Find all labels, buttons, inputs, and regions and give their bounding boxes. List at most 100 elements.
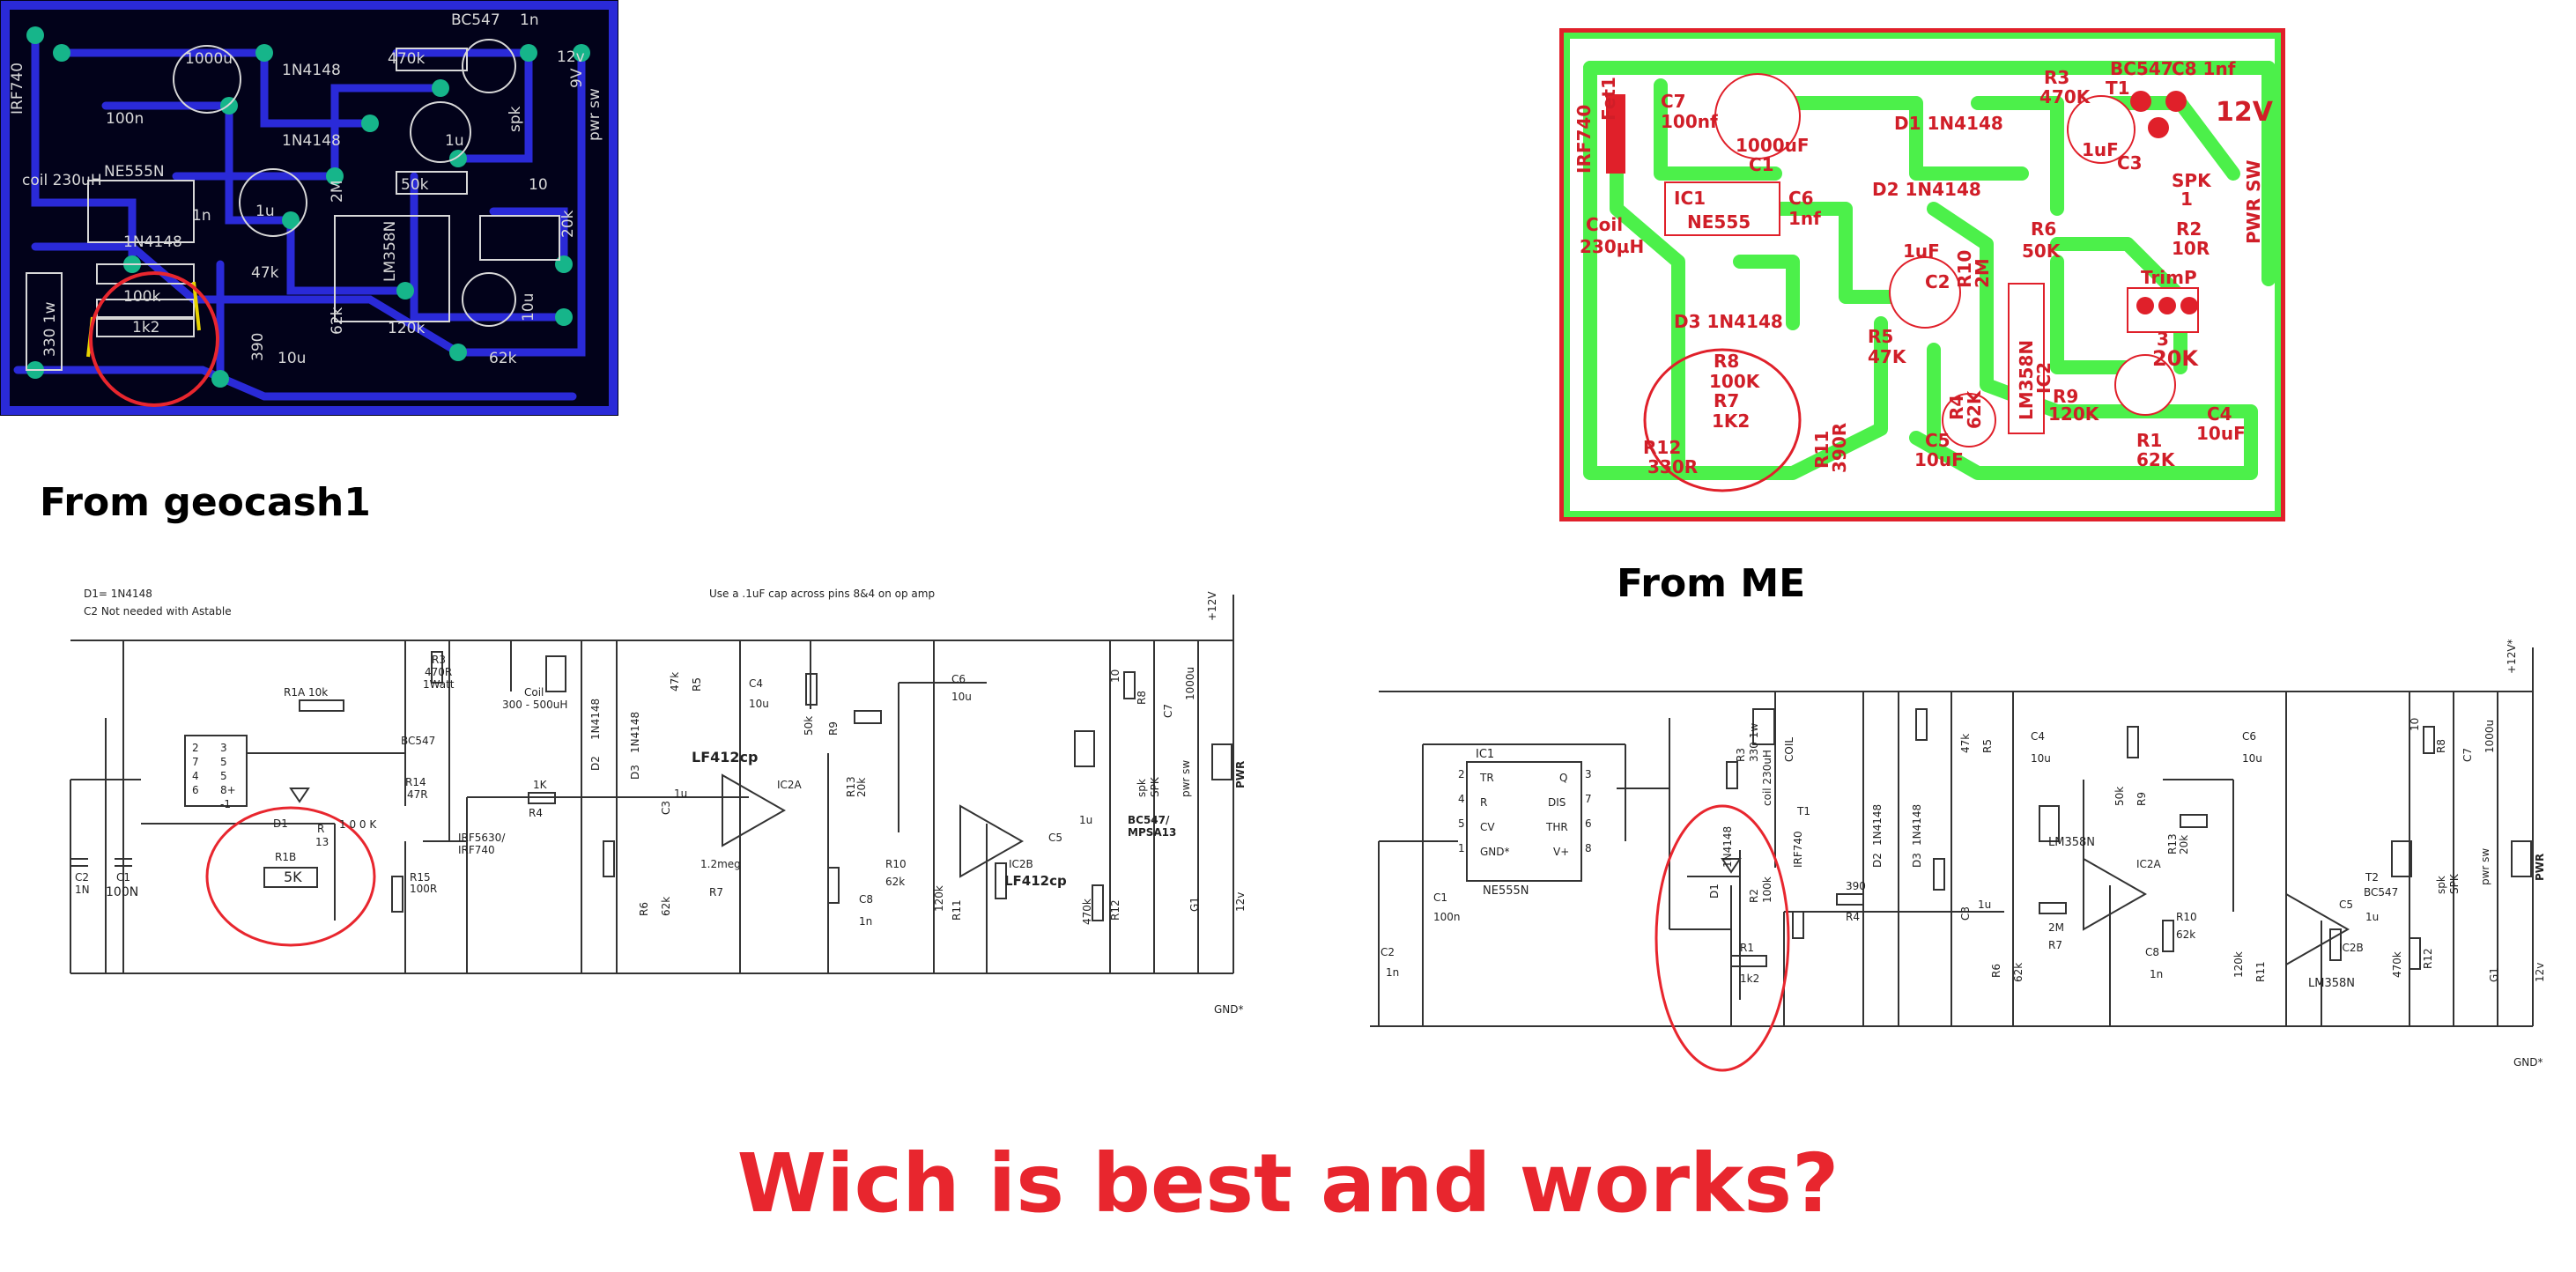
sch2-label: 1N4148 <box>1911 804 1923 846</box>
pcb2-label: R8 <box>1714 351 1739 372</box>
sch1-label: 4 <box>192 770 199 782</box>
sch2-label: TR <box>1479 772 1494 784</box>
pcb2-label: D3 1N4148 <box>1674 311 1783 332</box>
sch1-label: IRF5630/ <box>458 832 506 844</box>
sch2-label: 4 <box>1458 793 1465 805</box>
sch1-label: 5 <box>220 770 227 782</box>
sch1-label: -1 <box>220 798 231 810</box>
schematic-geocash1: D1= 1N4148 C2 Not needed with Astable Us… <box>53 577 1251 1035</box>
sch2-label: T1 <box>1796 805 1810 817</box>
sch1-label: 3 <box>220 742 227 754</box>
pcb2-label: C7 <box>1661 91 1686 112</box>
sch1-label: 1u <box>674 788 687 800</box>
sch1-label: BC547 <box>401 735 435 747</box>
sch1-wires <box>70 595 1234 974</box>
sch1-label: IC2B <box>1009 858 1033 870</box>
pcb2-components <box>1664 73 2199 447</box>
pcb2-label: IC2 <box>2033 362 2054 394</box>
sch2-label: C4 <box>2031 730 2045 743</box>
sch2-label: coil 230uH <box>1761 750 1773 806</box>
pcb2-label: 20K <box>2152 346 2199 371</box>
pcb2-label: 10uF <box>1914 449 1964 470</box>
sch1-label: 1N4148 <box>629 712 641 753</box>
sch1-label: C1 <box>116 871 130 884</box>
question-headline: Wich is best and works? <box>737 1136 1839 1231</box>
pcb2-label: 120K <box>2048 403 2100 425</box>
pcb1-label: 20k <box>559 210 577 238</box>
pcb2-label: Coil <box>1586 214 1623 235</box>
sch1-label: LF412cp <box>692 749 758 765</box>
sch2-label: D2 <box>1871 853 1884 868</box>
sch1-label: D1 <box>273 817 288 830</box>
sch1-label: 120k <box>933 885 945 912</box>
sch2-label: 390 <box>1846 880 1866 892</box>
sch1-label: MPSA13 <box>1128 826 1176 839</box>
pcb2-label: D1 1N4148 <box>1894 113 2003 134</box>
pcb1-label: 1u <box>255 203 275 220</box>
pcb1-label: 330 1w <box>41 301 59 357</box>
pcb-layout-me: IRF740 Fet1 C7 100nf 1000uF C1 D1 1N4148… <box>1559 28 2285 521</box>
sch2-label: 470k <box>2391 951 2403 978</box>
sch2-label: 5 <box>1458 817 1465 830</box>
sch1-label: R3 <box>432 654 446 666</box>
pcb2-label: Fet1 <box>1598 77 1619 121</box>
sch1-label: 1N4148 <box>589 699 602 740</box>
sch2-label: BC547 <box>2364 886 2398 899</box>
pcb2-label: 330R <box>1647 456 1698 477</box>
pcb2-label: 390R <box>1829 423 1850 473</box>
sch2-label: T2 <box>2365 871 2379 884</box>
pcb2-label: R11 <box>1811 431 1832 469</box>
pcb2-highlight-circle <box>1643 348 1802 492</box>
pcb1-label: 50k <box>401 176 429 194</box>
sch2-label: 330 1w <box>1748 723 1760 762</box>
sch1-label: 50k <box>803 716 815 736</box>
pcb2-label: D2 1N4148 <box>1872 179 1981 200</box>
pcb-layout-geocash1: BC547 1n 12v 9V IRF740 1000u 1N4148 470k… <box>0 0 618 416</box>
sch1-label: 1K <box>533 779 548 791</box>
sch2-label: V+ <box>1553 846 1569 858</box>
sch1-label: LF412cp <box>1004 873 1067 889</box>
sch1-label: R5 <box>691 677 703 691</box>
sch2-label: +12V* <box>2506 639 2518 674</box>
pcb1-label: 120k <box>388 320 425 337</box>
sch2-label: 120k <box>2232 951 2245 978</box>
sch2-label: 7 <box>1585 793 1592 805</box>
sch1-label: 1Watt <box>423 678 455 691</box>
pcb2-label: BC547 <box>2110 58 2173 79</box>
sch2-label: 1 <box>1458 842 1465 854</box>
sch1-label: Use a .1uF cap across pins 8&4 on op amp <box>709 588 935 600</box>
sch1-label: C4 <box>749 677 763 690</box>
sch1-label: 6 <box>192 784 199 796</box>
sch1-label: SPK <box>1149 776 1161 797</box>
sch2-label: 1u <box>1978 899 1991 911</box>
sch1-label: PWR <box>1234 761 1247 788</box>
sch2-wires <box>1370 647 2534 1027</box>
pcb1-traces <box>13 31 586 401</box>
sch2-label: IRF740 <box>1792 831 1804 868</box>
sch2-label: R <box>1480 796 1487 809</box>
sch1-label: C7 <box>1162 704 1174 718</box>
sch2-label: LM358N <box>2308 977 2355 990</box>
sch1-label: C2 Not needed with Astable <box>84 605 232 618</box>
pcb2-label: T1 <box>2106 78 2130 99</box>
sch1-label: 8+ <box>220 784 236 796</box>
sch1-label: R13 <box>845 776 857 797</box>
sch1-label: C3 <box>660 801 672 815</box>
pcb1-highlight-circle <box>89 271 219 407</box>
pcb2-label: 10uF <box>2196 423 2246 444</box>
caption-left: From geocash1 <box>40 480 371 525</box>
sch1-label: R10 <box>885 858 907 870</box>
sch1-label: R14 <box>405 776 426 788</box>
sch2-label: 1N4148 <box>1871 804 1884 846</box>
sch2-label: C1 <box>1433 891 1447 904</box>
pcb2-label: R4 <box>1946 395 1967 420</box>
sch1-label: 62k <box>885 876 905 888</box>
pcb2-label: LM358N <box>2016 340 2037 420</box>
pcb1-label: 62k <box>329 307 346 335</box>
sch1-label: GND* <box>1214 1003 1244 1016</box>
pcb2-label: 1nf <box>1788 208 1821 229</box>
sch2-label: pwr sw <box>2479 848 2491 885</box>
sch2-label: 8 <box>1585 842 1592 854</box>
sch1-label: 10u <box>951 691 972 703</box>
pcb2-label: C4 <box>2207 403 2232 425</box>
